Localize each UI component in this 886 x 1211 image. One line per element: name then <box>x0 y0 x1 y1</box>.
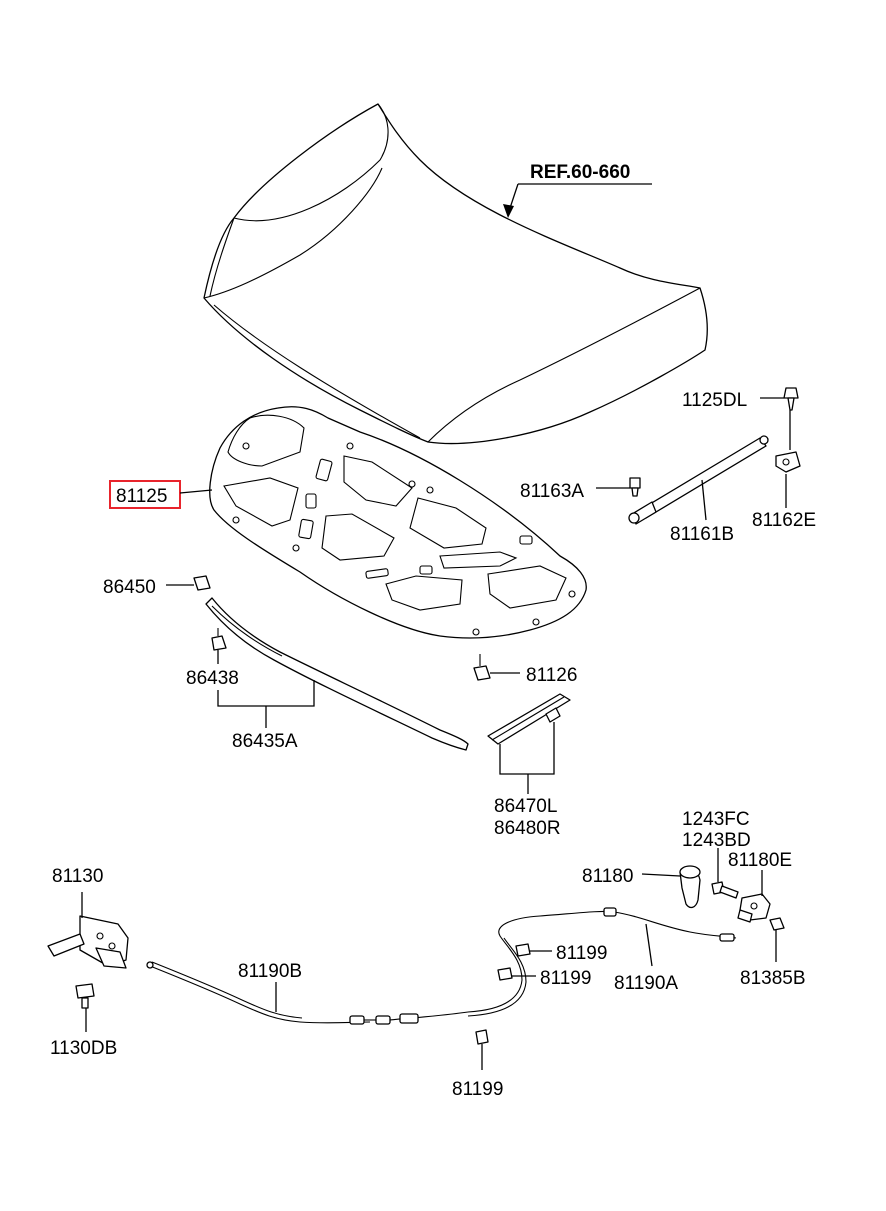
ref-arrow <box>503 183 652 218</box>
label-86450[interactable]: 86450 <box>103 577 156 598</box>
hood-insulator-81125[interactable] <box>209 406 587 639</box>
label-1243FC[interactable]: 1243FC <box>682 809 750 830</box>
cable-clip-81199-c[interactable] <box>475 1029 489 1045</box>
hood-latch-81130[interactable] <box>47 915 129 969</box>
label-81180E[interactable]: 81180E <box>728 850 792 871</box>
bolt-1243FC-1243BD[interactable] <box>711 881 739 899</box>
label-81161B[interactable]: 81161B <box>670 524 734 545</box>
label-86480R[interactable]: 86480R <box>494 818 561 839</box>
release-cable-81190A[interactable] <box>467 907 737 1017</box>
leader-81125 <box>179 489 213 494</box>
label-86470L[interactable]: 86470L <box>494 796 557 817</box>
leader-81180 <box>641 873 681 877</box>
leader-81190A <box>645 923 653 967</box>
leader-81161B <box>701 479 707 521</box>
label-1125DL[interactable]: 1125DL <box>682 390 747 411</box>
label-81385B[interactable]: 81385B <box>740 968 806 989</box>
nut-81385B[interactable] <box>769 917 785 931</box>
clip-81126[interactable] <box>473 654 491 681</box>
label-81199-b[interactable]: 81199 <box>540 968 591 989</box>
bracket-86470L <box>499 722 555 775</box>
label-81190B[interactable]: 81190B <box>238 961 302 982</box>
weatherstrip-86435A[interactable] <box>205 597 469 751</box>
clip-86450[interactable] <box>193 575 211 591</box>
highlight-box-81125 <box>109 480 181 509</box>
release-lever-81180E[interactable] <box>737 893 771 923</box>
label-81199-a[interactable]: 81199 <box>556 943 607 964</box>
label-81130[interactable]: 81130 <box>52 866 103 887</box>
label-81125[interactable]: 81125 <box>116 486 167 507</box>
hood-panel <box>203 103 708 445</box>
label-81190A[interactable]: 81190A <box>614 973 678 994</box>
cable-clip-81199-a[interactable] <box>515 943 531 957</box>
bolt-1125DL[interactable] <box>783 387 799 411</box>
label-81126[interactable]: 81126 <box>526 665 577 686</box>
label-81199-c[interactable]: 81199 <box>452 1079 503 1100</box>
strut-bracket-81162E[interactable] <box>775 451 801 473</box>
clip-86438[interactable] <box>211 628 227 651</box>
hood-seal-strip-86470L-86480R[interactable] <box>487 693 571 745</box>
label-81163A[interactable]: 81163A <box>520 481 584 502</box>
cable-clip-81199-b[interactable] <box>497 967 513 981</box>
bolt-1130DB[interactable] <box>75 983 95 1009</box>
ref-label[interactable]: REF.60-660 <box>530 162 630 183</box>
release-handle-81180[interactable] <box>679 865 701 909</box>
label-81180[interactable]: 81180 <box>582 866 633 887</box>
bolt-81163A[interactable] <box>629 477 641 497</box>
label-86435A[interactable]: 86435A <box>232 731 298 752</box>
label-86438[interactable]: 86438 <box>186 668 239 689</box>
label-81162E[interactable]: 81162E <box>752 510 816 531</box>
label-1130DB[interactable]: 1130DB <box>50 1038 117 1059</box>
release-cable-81190B[interactable] <box>146 961 469 1025</box>
hood-lift-strut-81161B[interactable] <box>628 435 769 525</box>
label-1243BD[interactable]: 1243BD <box>682 830 751 851</box>
